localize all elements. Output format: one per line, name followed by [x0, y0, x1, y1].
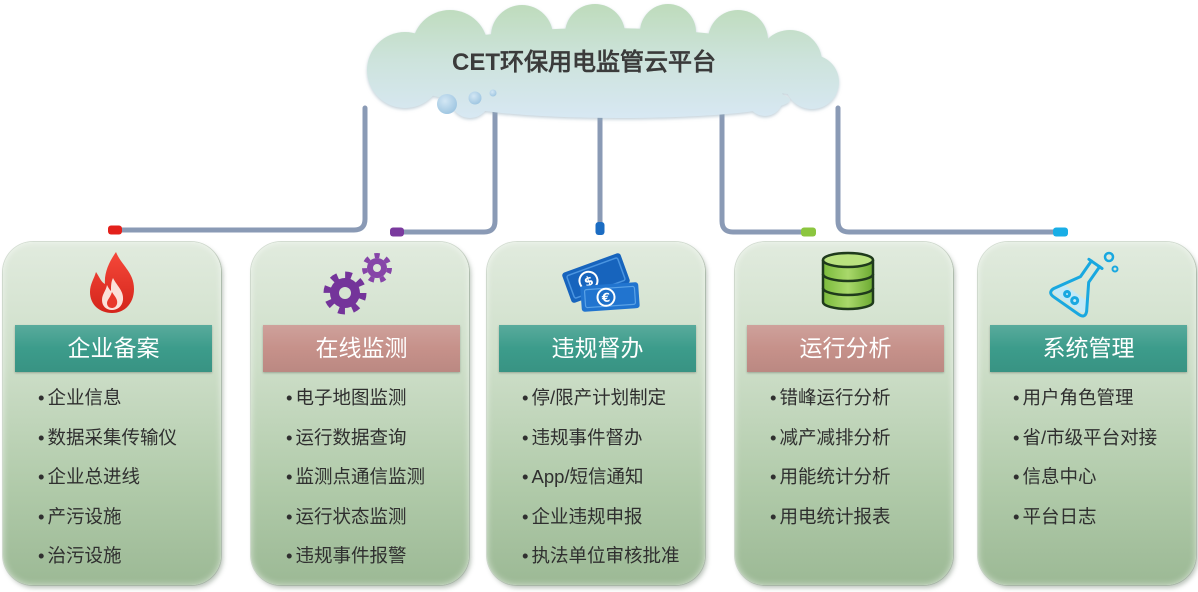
- flask-bubble: [1103, 251, 1115, 263]
- cloud-bubble: [437, 94, 457, 114]
- flask-bubble: [1111, 265, 1119, 273]
- cloud-bottom: [450, 82, 790, 118]
- cloud-puff: [785, 55, 839, 109]
- module-item: 企业违规申报: [522, 497, 680, 537]
- module-item: 错峰运行分析: [770, 378, 890, 418]
- cloud-bubble: [489, 89, 497, 97]
- bill-front: €: [580, 282, 640, 312]
- database-icon: [821, 251, 875, 311]
- module-header: 系统管理: [990, 325, 1187, 372]
- module-item: 数据采集传输仪: [38, 418, 177, 458]
- cloud-puff: [412, 10, 488, 86]
- module-item-list: 企业信息 数据采集传输仪 企业总进线 产污设施 治污设施: [38, 378, 177, 576]
- flask-body: [1049, 257, 1104, 318]
- cloud: [367, 4, 839, 118]
- module-item: 监测点通信监测: [286, 457, 425, 497]
- connector-marker-violation-supervision: [595, 222, 605, 235]
- connector-markers: [108, 222, 1068, 237]
- module-item: 企业总进线: [38, 457, 177, 497]
- module-item-list: 用户角色管理 省/市级平台对接 信息中心 平台日志: [1013, 378, 1157, 536]
- module-header: 运行分析: [747, 325, 944, 372]
- connector-line-online-monitoring: [397, 105, 498, 235]
- connector-marker-operation-analysis: [801, 227, 816, 237]
- cloud-bubbles: [437, 89, 497, 114]
- flame-core: [107, 292, 118, 308]
- module-card-violation-supervision: $ € 违规督办 停/限产计划制定 违规事件督办 App/短信通知 企业违规申报…: [487, 242, 705, 585]
- module-item: 平台日志: [1013, 497, 1157, 537]
- connector-line-operation-analysis: [719, 105, 809, 235]
- module-item: 用能统计分析: [770, 457, 890, 497]
- module-item: 电子地图监测: [286, 378, 425, 418]
- module-header: 在线监测: [263, 325, 460, 372]
- connector-line-system-management: [835, 105, 1061, 235]
- connector-marker-enterprise-registration: [108, 225, 122, 235]
- module-item-list: 错峰运行分析 减产减排分析 用能统计分析 用电统计报表: [770, 378, 890, 537]
- module-item: 企业信息: [38, 378, 177, 418]
- connector-line-enterprise-registration: [115, 105, 368, 233]
- connector-marker-online-monitoring: [390, 227, 404, 237]
- database-top: [821, 251, 875, 269]
- cloud-puff: [491, 5, 553, 67]
- module-item: 运行状态监测: [286, 497, 425, 537]
- cloud-puff: [747, 80, 783, 116]
- module-card-operation-analysis: 运行分析 错峰运行分析 减产减排分析 用能统计分析 用电统计报表: [735, 242, 953, 585]
- module-item: 信息中心: [1013, 457, 1157, 497]
- database-body: [821, 260, 875, 311]
- gear-large: [323, 271, 367, 315]
- euro-glyph: €: [600, 291, 610, 306]
- module-item: 产污设施: [38, 497, 177, 537]
- module-item: 停/限产计划制定: [522, 378, 680, 418]
- module-header: 违规督办: [499, 325, 696, 372]
- flask-icon: [1049, 251, 1119, 318]
- cloud-bubble: [468, 91, 482, 105]
- module-item: 执法单位审核批准: [522, 536, 679, 576]
- connector-lines: [115, 105, 1061, 235]
- module-item: 违规事件督办: [522, 418, 680, 458]
- module-item: App/短信通知: [522, 457, 680, 497]
- money-icon: $ €: [562, 253, 640, 312]
- module-card-online-monitoring: 在线监测 电子地图监测 运行数据查询 监测点通信监测 运行状态监测 违规事件报警: [251, 242, 469, 585]
- module-item-list: 电子地图监测 运行数据查询 监测点通信监测 运行状态监测 违规事件报警: [286, 378, 425, 576]
- cloud-puff: [565, 4, 625, 64]
- gears-icon: [323, 253, 392, 315]
- module-item: 用电统计报表: [770, 497, 890, 537]
- cloud-puff: [640, 4, 696, 60]
- database-divider: [821, 287, 875, 297]
- gear-small: [362, 253, 392, 283]
- module-item: 省/市级平台对接: [1013, 418, 1157, 458]
- platform-title: CET环保用电监管云平台: [452, 49, 716, 76]
- module-card-enterprise-registration: 企业备案 企业信息 数据采集传输仪 企业总进线 产污设施 治污设施: [3, 242, 221, 585]
- module-item: 运行数据查询: [286, 418, 425, 458]
- module-item: 违规事件报警: [286, 536, 425, 576]
- module-item: 减产减排分析: [770, 418, 890, 458]
- fire-icon: [90, 252, 134, 313]
- connector-marker-system-management: [1053, 227, 1068, 237]
- module-header: 企业备案: [15, 325, 212, 372]
- cloud-puff: [708, 10, 768, 70]
- module-item: 治污设施: [38, 536, 177, 576]
- module-card-system-management: 系统管理 用户角色管理 省/市级平台对接 信息中心 平台日志: [978, 242, 1196, 585]
- module-item: 用户角色管理: [1013, 378, 1157, 418]
- database-divider: [821, 273, 875, 283]
- module-item-list: 停/限产计划制定 违规事件督办 App/短信通知 企业违规申报 执法单位审核批准: [522, 378, 680, 576]
